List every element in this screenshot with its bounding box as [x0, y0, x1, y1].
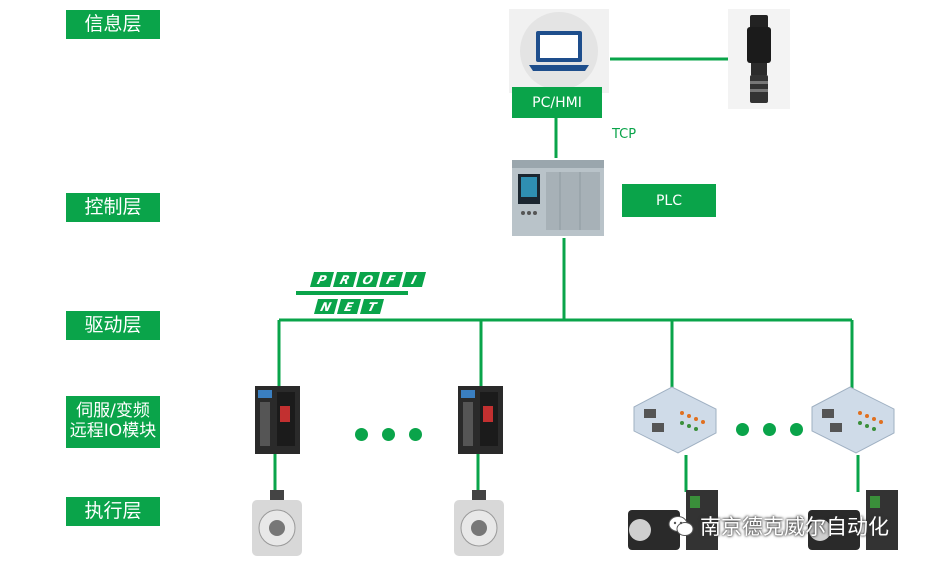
watermark: 南京德克威尔自动化	[668, 511, 889, 541]
profinet-letter: I	[401, 272, 427, 287]
motor-with-drive-icon	[628, 490, 718, 550]
profinet-letter: P	[309, 272, 335, 287]
remote-io-icon	[633, 386, 717, 454]
remote-io-module-1	[632, 385, 718, 455]
profinet-bar-icon	[296, 291, 408, 295]
profinet-letter: R	[332, 272, 358, 287]
servo-drive-2	[458, 386, 503, 454]
profinet-letter: F	[378, 272, 404, 287]
industrial-camera-icon	[747, 15, 771, 103]
tcp-label: TCP	[612, 127, 637, 142]
servo-motor-icon	[454, 490, 504, 556]
servo-motor-2	[450, 490, 508, 558]
profinet-letter: O	[355, 272, 381, 287]
remote-io-icon	[811, 386, 895, 454]
profinet-letter: T	[359, 299, 385, 314]
profinet-letter: E	[336, 299, 362, 314]
servo-drive-1	[255, 386, 300, 454]
wechat-icon	[668, 516, 694, 536]
pc-hmi-device	[509, 9, 609, 93]
laptop-icon	[520, 12, 598, 90]
camera-device	[728, 9, 790, 109]
layer-label-info: 信息层	[66, 10, 160, 39]
motor-with-drive-icon	[808, 490, 898, 550]
servo-motor-1	[248, 490, 306, 558]
servo-drive-icon	[458, 386, 503, 454]
pc-hmi-label: PC/HMI	[512, 87, 602, 118]
motor-drive-set-1	[626, 486, 722, 556]
layer-label-drive: 驱动层	[66, 311, 160, 340]
plc-cpu-icon	[512, 160, 604, 236]
plc-label: PLC	[622, 184, 716, 217]
layer-label-servo-io: 伺服/变频 远程IO模块	[66, 396, 160, 448]
servo-motor-icon	[252, 490, 302, 556]
servo-drive-icon	[255, 386, 300, 454]
remote-io-module-2	[810, 385, 896, 455]
ellipsis-dots-servo	[355, 428, 422, 441]
profinet-letter: N	[313, 299, 339, 314]
motor-drive-set-2	[806, 486, 902, 556]
ellipsis-dots-io	[736, 423, 803, 436]
plc-device	[510, 158, 606, 238]
watermark-text: 南京德克威尔自动化	[700, 515, 889, 539]
layer-label-exec: 执行层	[66, 497, 160, 526]
layer-label-control: 控制层	[66, 193, 160, 222]
